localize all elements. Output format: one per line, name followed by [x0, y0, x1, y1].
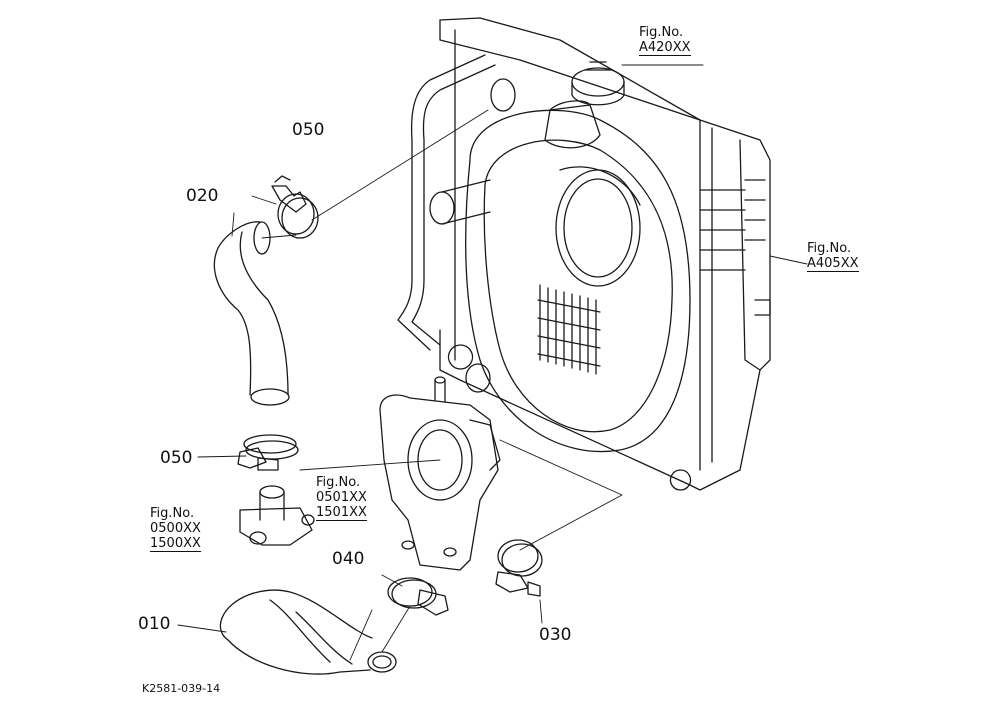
fan-shroud	[465, 100, 691, 453]
drawing-code: K2581-039-14	[142, 682, 221, 695]
figref-cap-code: A420XX	[639, 40, 691, 56]
part-label-040: 040	[332, 549, 365, 569]
part-label-030: 030	[539, 625, 572, 645]
figref-pump-code1: 0501XX	[316, 490, 367, 505]
leader-lines	[177, 64, 808, 661]
clamp-050-mid	[237, 434, 299, 471]
clamp-030	[495, 539, 543, 597]
figref-fan-code: A405XX	[807, 256, 859, 272]
clamp-050-top	[271, 175, 319, 239]
figref-flange-code1: 0500XX	[150, 521, 201, 536]
figref-fan: Fig.No. A405XX	[807, 241, 859, 272]
part-label-050-mid: 050	[160, 448, 193, 468]
part-label-020: 020	[186, 186, 219, 206]
figref-cap: Fig.No. A420XX	[639, 25, 691, 56]
part-label-050-top: 050	[292, 120, 325, 140]
radiator-cap	[571, 61, 625, 106]
figref-flange-code2: 1500XX	[150, 536, 201, 552]
lower-hose	[219, 589, 397, 675]
overflow-tube	[397, 54, 516, 393]
radiator-assembly	[439, 17, 771, 491]
figref-fan-label: Fig.No.	[807, 241, 852, 256]
figref-flange-label: Fig.No.	[150, 506, 195, 521]
flange-fitting	[239, 485, 315, 546]
figref-flange: Fig.No. 0500XX 1500XX	[150, 506, 201, 552]
figref-pump-code2: 1501XX	[316, 505, 367, 521]
part-label-010: 010	[138, 614, 171, 634]
water-pump-housing	[379, 376, 501, 571]
figref-cap-label: Fig.No.	[639, 25, 684, 40]
upper-hose	[213, 221, 290, 406]
figref-pump: Fig.No. 0501XX 1501XX	[316, 475, 367, 521]
figref-pump-label: Fig.No.	[316, 475, 361, 490]
